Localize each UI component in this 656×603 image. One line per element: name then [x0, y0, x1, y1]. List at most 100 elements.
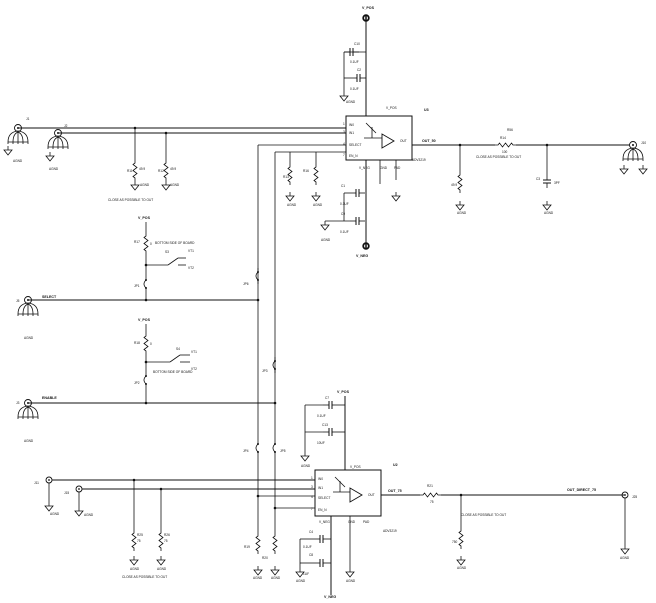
u3-amp-triangle-icon [381, 133, 395, 149]
gnd-j25-icon [620, 544, 630, 555]
u3-pin4: 4 [343, 142, 345, 146]
r14-value: 100 [502, 150, 508, 154]
jumper-jp3-icon [272, 356, 277, 374]
jp3-ref: JP3 [262, 369, 268, 373]
res-r12-icon [163, 159, 169, 182]
u3-out-net: OUT_50 [422, 139, 436, 143]
r11-value: 49.9 [139, 167, 145, 171]
res-r14-icon [494, 142, 517, 148]
cap-c1-icon [349, 188, 366, 198]
r12-value: 49.9 [170, 167, 176, 171]
vpos-label-s4: V_POS [138, 318, 151, 322]
u2-pin-vneg: V_NEG [319, 520, 330, 524]
u2-ref: U2 [393, 463, 398, 467]
u3-amplifier-box [345, 115, 413, 161]
gnd-c13-icon [300, 451, 310, 462]
agnd-r20-label: AGND [271, 576, 281, 580]
vneg-label-upper: V_NEG [356, 254, 368, 258]
connector-j3-icon [17, 399, 39, 420]
connector-j10-icon [622, 141, 644, 162]
c3-ref: C3 [536, 177, 540, 181]
gnd-c9-icon [320, 220, 330, 231]
r21-value: 750 [452, 540, 458, 544]
jp2-ref: JP2 [134, 381, 140, 385]
jp5-ref: JP5 [280, 449, 286, 453]
gnd-j1-icon [3, 145, 13, 156]
r25-value: 75 [137, 539, 141, 543]
r19-ref: R19 [244, 545, 250, 549]
cap-c4-icon [313, 534, 330, 544]
gnd-j2-icon [45, 151, 55, 162]
j5-ref: J5 [16, 299, 20, 303]
switch-s4-icon [169, 354, 181, 363]
gnd-j11-icon [44, 501, 54, 512]
select-net-label: SELECT [42, 295, 57, 299]
r20-ref: R20 [262, 556, 268, 560]
agnd-j1-label: AGND [13, 159, 23, 163]
r18-ref: R18 [134, 341, 140, 345]
u2-pin-en: EN_N [318, 508, 327, 512]
res-r18-icon [143, 332, 149, 355]
gnd-c3-icon [542, 200, 552, 211]
note-close-lower-in: CLOSE AS POSSIBLE TO OUT [122, 575, 167, 579]
r13-ref: R13 [283, 175, 289, 179]
j2-ref: J2 [64, 124, 68, 128]
agnd-r25-label: AGND [130, 567, 140, 571]
j15-ref: J15 [64, 491, 69, 495]
r14-ref: R14 [500, 136, 506, 140]
gnd-j15-icon [74, 506, 84, 517]
gnd-r21-icon [456, 555, 466, 566]
c8-value: 1UF [303, 572, 309, 576]
u3-pin-in0: IN0 [349, 123, 354, 127]
u3-pin-in1: IN1 [349, 131, 354, 135]
vneg-terminal-upper-icon [362, 242, 370, 250]
out-direct-label: OUT_DIRECT_75 [567, 488, 596, 492]
r17-value: 0 [150, 242, 152, 246]
u3-pin-gnd: GND [380, 166, 388, 170]
u2-pin-in0: IN0 [318, 477, 323, 481]
u3-pin-vpos: V_POS [386, 106, 397, 110]
connector-j11-icon [45, 476, 53, 484]
vt1-label-s4: VT1 [191, 350, 197, 354]
vneg-label-lower: V_NEG [324, 595, 336, 599]
agnd-r13-label: AGND [287, 203, 297, 207]
connector-j2-icon [47, 129, 69, 150]
gnd-u2-icon [345, 567, 355, 578]
res-r19-icon [255, 532, 261, 555]
gnd-r25-icon [129, 555, 139, 566]
agnd-j25-label: AGND [620, 556, 630, 560]
gnd-r11-icon [130, 180, 140, 191]
u3-part: ADV3219 [412, 158, 426, 162]
jp1-ref: JP1 [134, 284, 140, 288]
u3-pin-en: EN_N [349, 154, 358, 158]
c8-ref: C8 [309, 553, 313, 557]
switch-s3-icon [167, 257, 179, 266]
agnd-c8-label: AGND [296, 579, 306, 583]
u2-pin7: 7 [311, 507, 313, 511]
c2-ref: C2 [357, 68, 361, 72]
u2-pin-out: OUT [368, 493, 375, 497]
agnd-r26-label: AGND [157, 567, 167, 571]
agnd-r10-label: AGND [457, 211, 467, 215]
gnd-r26-icon [156, 555, 166, 566]
res-r16-icon [313, 163, 319, 186]
cap-c9-icon [349, 216, 366, 226]
agnd-j11-label: AGND [50, 512, 60, 516]
gnd-r10-icon [455, 200, 465, 211]
c9-ref: C9 [341, 212, 345, 216]
agnd-u2-label: AGND [346, 579, 356, 583]
s3-ref: S3 [165, 250, 169, 254]
vt2-label-s4: VT2 [191, 367, 197, 371]
cap-c13-icon [322, 427, 339, 437]
r12-ref: R12 [158, 169, 164, 173]
connector-j1-icon [7, 124, 29, 145]
u2-pin-gnd: GND [348, 520, 356, 524]
u2-pin4: 4 [311, 495, 313, 499]
u2-amplifier-box [314, 469, 382, 517]
r26-ref: R26 [164, 533, 170, 537]
r18-value: 0 [150, 342, 152, 346]
j3-ref: J3 [16, 401, 20, 405]
agnd-r16-label: AGND [313, 203, 323, 207]
cap-c8-icon [313, 558, 330, 568]
res-r10-icon [457, 171, 463, 194]
